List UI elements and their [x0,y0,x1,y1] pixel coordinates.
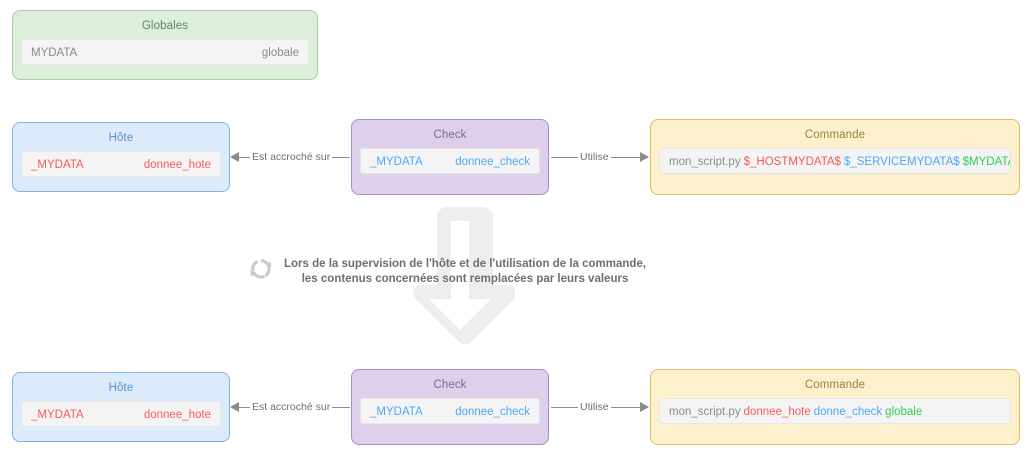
bottom-check-variable-key: _MYDATA [370,406,423,418]
top-host-variable-key: _MYDATA [31,159,84,171]
top-check-card-title: Check [433,129,467,141]
top-check-variable-key: _MYDATA [370,156,423,168]
top-command-script: mon_script.py [669,156,741,168]
bottom-connector-check-command-label: Utilise [578,401,611,413]
bottom-check-card: Check _MYDATA donnee_check [351,369,549,445]
bottom-connector-host-check-label: Est accroché sur [250,401,333,413]
globales-card: Globales MYDATA globale [12,10,318,80]
top-check-card: Check _MYDATA donnee_check [351,119,549,195]
bottom-host-variable-key: _MYDATA [31,409,84,421]
transform-note: Lors de la supervision de l'hôte et de l… [248,256,646,287]
globales-card-title: Globales [141,20,189,32]
bottom-check-card-title: Check [433,379,467,391]
top-connector-check-command-label: Utilise [578,151,611,163]
bottom-command-global-value: globale [885,406,923,418]
bottom-command-host-value: donnee_hote [743,406,811,418]
top-host-card-title: Hôte [108,132,134,144]
transform-down-arrow [405,205,517,345]
refresh-cycle-icon [248,256,274,287]
bottom-host-card: Hôte _MYDATA donnee_hote [12,372,230,442]
bottom-connector-check-command-arrowhead [640,402,649,412]
bottom-command-service-value: donne_check [813,406,883,418]
top-command-host-macro: $_HOSTMYDATA$ [743,156,841,168]
top-host-variable-row: _MYDATA donnee_hote [21,151,221,177]
transform-note-text: Lors de la supervision de l'hôte et de l… [284,257,646,287]
top-connector-host-check-label: Est accroché sur [250,151,333,163]
top-check-variable-value: donnee_check [455,156,530,168]
bottom-command-script: mon_script.py [669,406,741,418]
top-host-card: Hôte _MYDATA donnee_hote [12,122,230,192]
transform-note-line2: les contenus concernées sont remplacées … [301,272,629,285]
bottom-check-variable-value: donnee_check [455,406,530,418]
bottom-host-card-title: Hôte [108,382,134,394]
bottom-host-variable-value: donnee_hote [143,409,211,421]
globales-variable-row: MYDATA globale [21,39,309,65]
top-connector-host-check-arrowhead [230,152,239,162]
top-host-variable-value: donnee_hote [143,159,211,171]
globales-variable-value: globale [261,47,299,59]
top-command-line: mon_script.py$_HOSTMYDATA$$_SERVICEMYDAT… [659,148,1011,174]
top-check-variable-row: _MYDATA donnee_check [360,148,540,174]
transform-note-line1: Lors de la supervision de l'hôte et de l… [284,257,647,270]
bottom-connector-host-check-arrowhead [230,402,239,412]
bottom-command-card-title: Commande [804,379,866,391]
top-connector-check-command-arrowhead [640,152,649,162]
top-command-service-macro: $_SERVICEMYDATA$ [843,156,960,168]
globales-variable-key: MYDATA [31,47,78,59]
bottom-check-variable-row: _MYDATA donnee_check [360,398,540,424]
top-command-card: Commande mon_script.py$_HOSTMYDATA$$_SER… [650,119,1020,195]
top-command-global-macro: $MYDATA$ [962,156,1010,168]
bottom-host-variable-row: _MYDATA donnee_hote [21,401,221,427]
top-command-card-title: Commande [804,129,866,141]
